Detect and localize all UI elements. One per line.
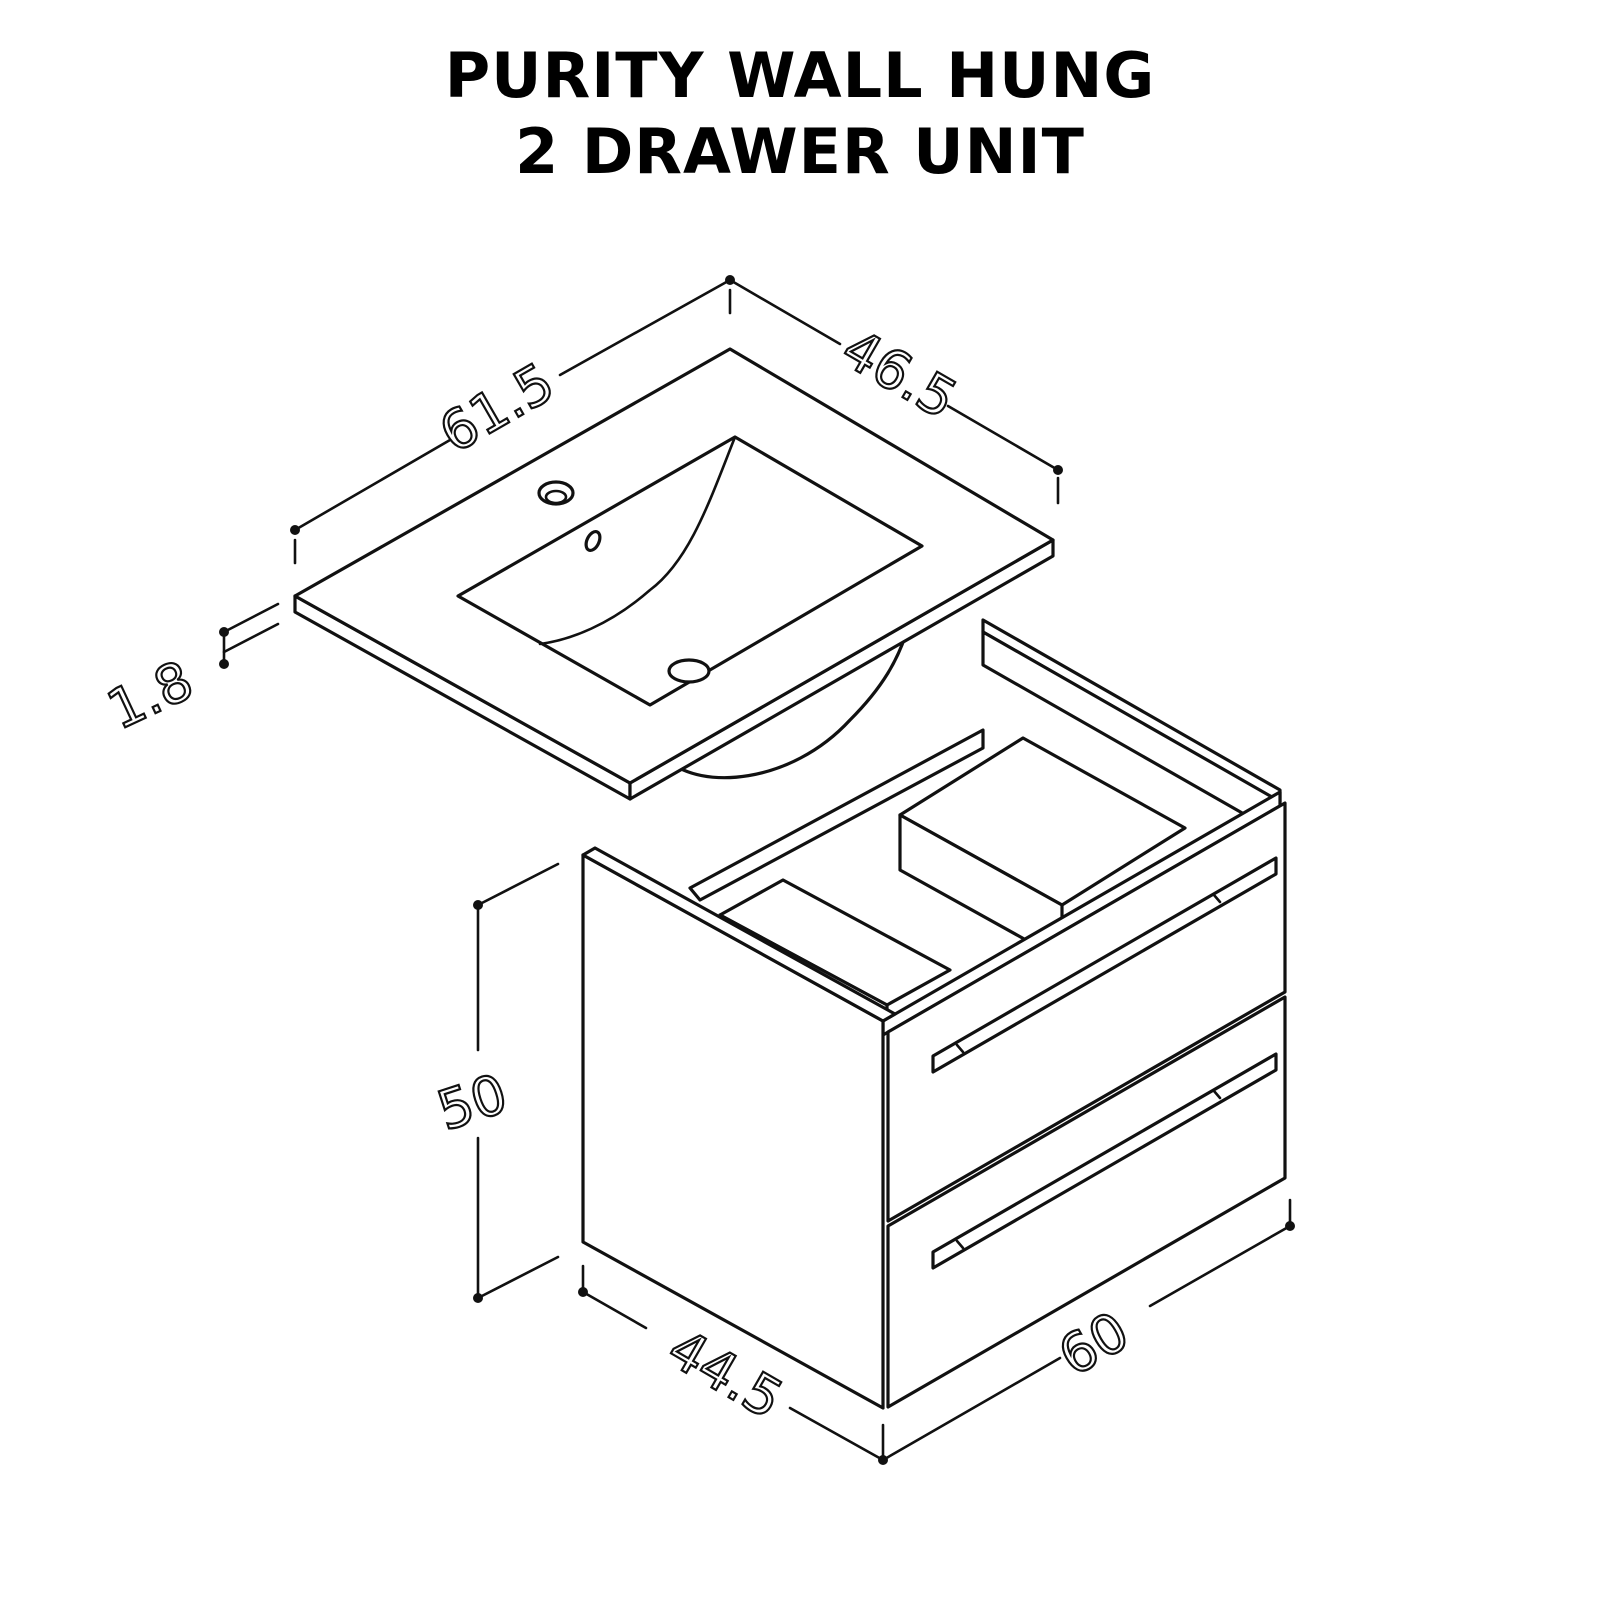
overflow-hole-icon (584, 529, 602, 553)
page-title: PURITY WALL HUNG 2 DRAWER UNIT (0, 38, 1600, 190)
dim-endpoint (1285, 1221, 1295, 1231)
dim-line-basin-depth (728, 278, 842, 346)
dim-line-cabinet-depth (581, 1290, 648, 1330)
dim-line-basin-thickness (222, 622, 280, 654)
dim-endpoint (219, 659, 229, 669)
dim-tick (476, 862, 560, 907)
handle-post (1212, 893, 1222, 904)
drain-hole-icon (667, 658, 711, 684)
handle-bar-bottom[interactable] (931, 1052, 1278, 1270)
dim-label-basin-depth: 46.5 (831, 317, 967, 432)
cabinet (581, 618, 1287, 1410)
dim-label-cabinet-height: 50 (430, 1062, 515, 1143)
drawer-handle-top[interactable] (931, 856, 1278, 1074)
dim-endpoint (473, 1293, 483, 1303)
basin-bowl-curve (538, 435, 737, 646)
dim-line-basin-thickness (222, 602, 280, 634)
drawer-front-bottom (886, 995, 1287, 1409)
dim-endpoint (578, 1287, 588, 1297)
basin-opening (456, 435, 924, 707)
title-line-2: 2 DRAWER UNIT (515, 115, 1085, 188)
dim-endpoint (219, 627, 229, 637)
dim-endpoint (1053, 465, 1063, 475)
drawer-handle-bottom[interactable] (931, 1052, 1278, 1270)
dim-line-basin-width (558, 278, 732, 377)
dim-line-cabinet-depth (788, 1406, 885, 1462)
cabinet-side-top-edge (581, 846, 897, 1023)
drawer-front-top (886, 801, 1287, 1223)
handle-post (955, 1043, 965, 1054)
dim-label-basin-thickness: 1.8 (98, 649, 202, 742)
basin (293, 347, 1055, 801)
handle-post (1212, 1089, 1222, 1100)
dimension-lines (219, 275, 1295, 1465)
dim-label-basin-width: 61.5 (429, 351, 565, 466)
dim-line-cabinet-width (1148, 1224, 1292, 1308)
dim-endpoint (290, 525, 300, 535)
tap-hole-inner-icon (544, 489, 568, 505)
dim-line-cabinet-width (881, 1356, 1062, 1462)
dim-line-basin-width (293, 438, 452, 532)
dim-tick (476, 1255, 560, 1300)
dim-line-basin-depth (946, 404, 1060, 472)
handle-post (955, 1239, 965, 1250)
title-line-1: PURITY WALL HUNG (444, 39, 1156, 112)
dim-label-cabinet-width: 60 (1048, 1300, 1139, 1389)
tap-hole-icon (537, 480, 575, 506)
cabinet-interior-back-wall (688, 728, 985, 902)
handle-bar-top[interactable] (931, 856, 1278, 1074)
dim-endpoint (473, 900, 483, 910)
